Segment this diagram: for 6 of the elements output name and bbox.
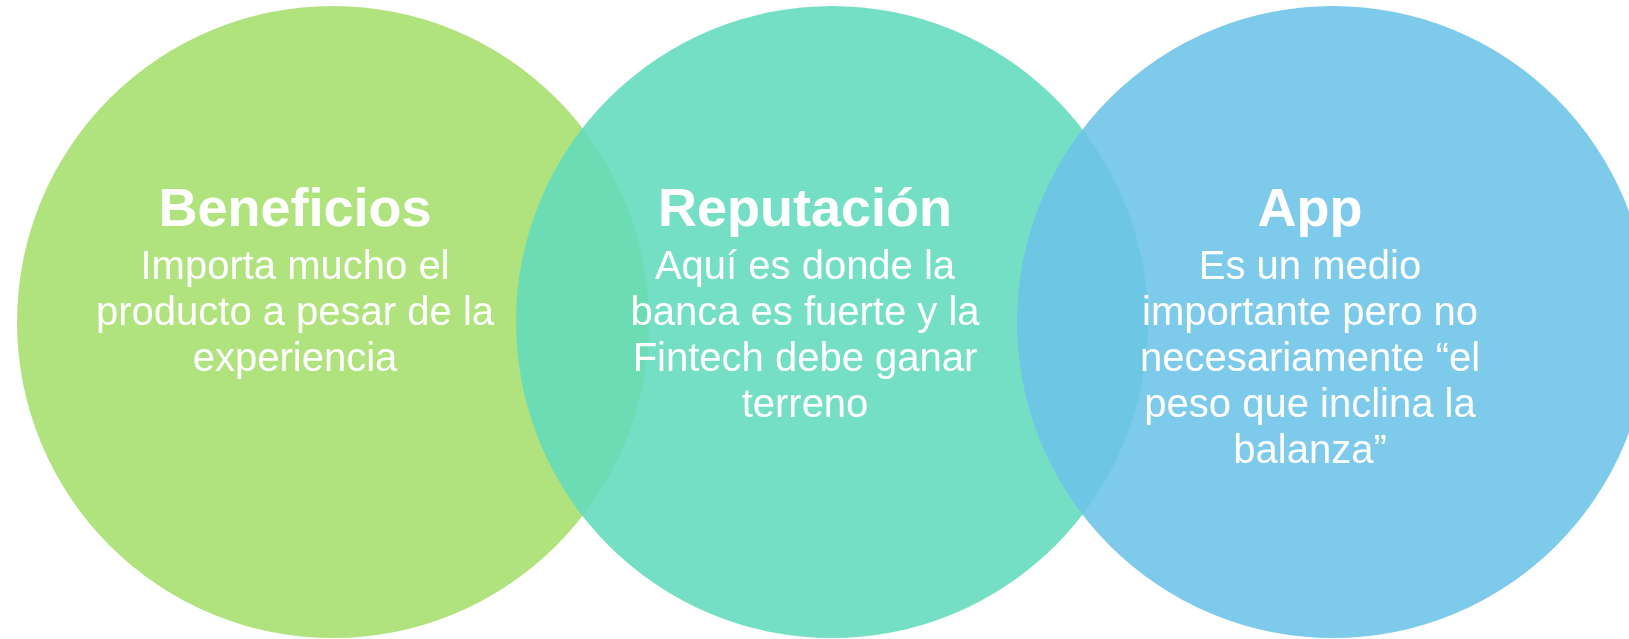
- circle-text: Aquí es donde la banca es fuerte y la Fintech debe ganar terreno: [629, 242, 981, 426]
- circle-text: Es un medio importante pero no necesariamente “el peso que inclina la balanza”: [1138, 242, 1482, 472]
- circle-title: App: [1256, 176, 1364, 238]
- circle-text: Importa mucho el producto a pesar de la experiencia: [95, 242, 495, 380]
- circle-title: Beneficios: [157, 176, 433, 238]
- circle-title: Reputación: [657, 176, 953, 238]
